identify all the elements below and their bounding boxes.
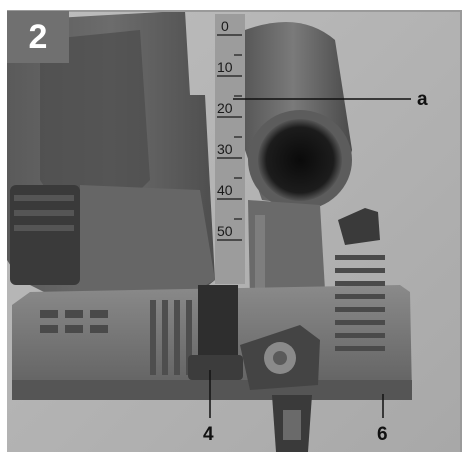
scale-label-40: 40 <box>217 182 233 198</box>
callout-label-6: 6 <box>377 424 388 445</box>
riving-knife-foot <box>188 355 243 380</box>
handle-shadow <box>40 30 150 210</box>
depth-scale-strip <box>215 14 245 284</box>
plate-slots-left <box>40 310 108 333</box>
lower-housing <box>80 185 215 300</box>
scale-label-10: 10 <box>217 59 233 75</box>
depth-scale-labels: 0 10 20 30 40 50 <box>217 18 233 239</box>
guard-column <box>248 200 325 305</box>
scale-label-50: 50 <box>217 223 233 239</box>
figure-number-badge: 2 <box>7 11 69 63</box>
depth-scale-ticks <box>217 34 242 241</box>
plate-ribs-middle <box>150 300 192 375</box>
guard-ribs <box>14 195 74 201</box>
scale-label-20: 20 <box>217 100 233 116</box>
lower-blade-guard-slot <box>283 410 301 440</box>
callout-label-a: a <box>417 89 428 110</box>
clamp-knob-center <box>273 351 287 365</box>
dust-tube-hole <box>258 119 342 201</box>
guard-ribs-2 <box>14 210 74 216</box>
scale-label-30: 30 <box>217 141 233 157</box>
plate-teeth-right <box>335 255 385 351</box>
callout-lines <box>209 98 411 418</box>
base-plate-front-edge <box>12 380 412 400</box>
lever <box>338 208 380 245</box>
figure-number: 2 <box>28 17 48 56</box>
callout-label-4: 4 <box>203 424 214 445</box>
guard-ribs-3 <box>14 225 74 231</box>
scale-label-0: 0 <box>221 18 229 34</box>
column-highlight <box>255 215 265 295</box>
